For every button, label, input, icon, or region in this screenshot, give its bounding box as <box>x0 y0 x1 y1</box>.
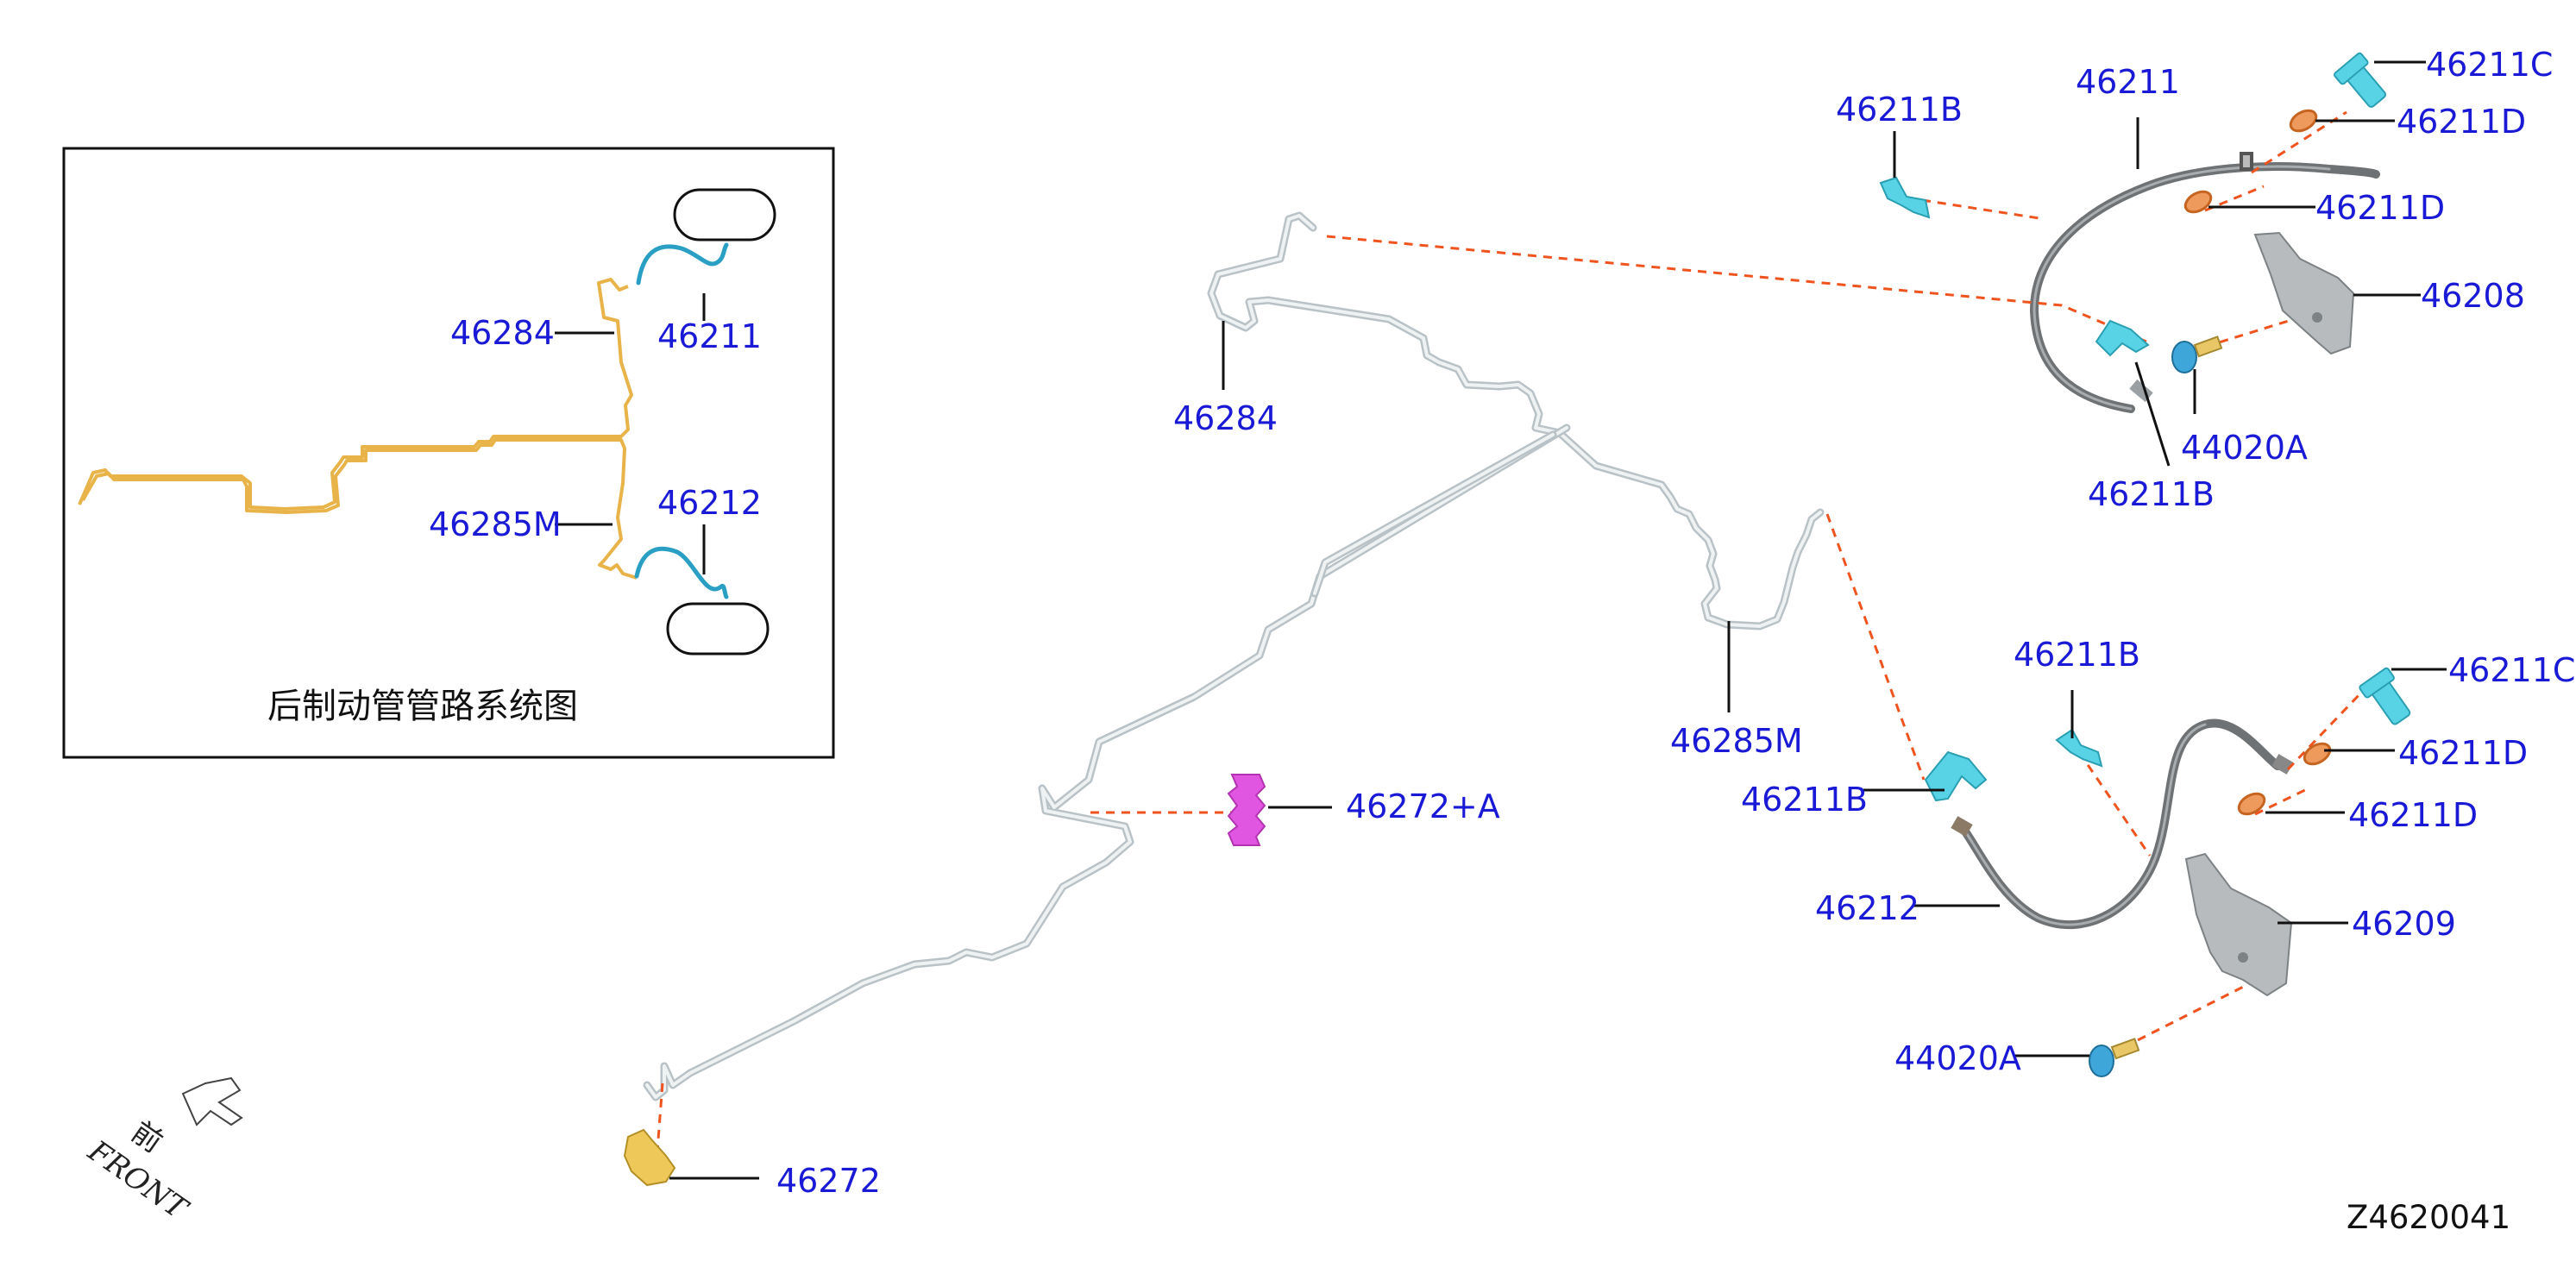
washer-46211D-bot1 <box>2303 742 2332 766</box>
dash-46211D-top <box>2204 185 2265 212</box>
callout-leaders <box>669 60 2447 1180</box>
dash-46284-to-clip <box>1326 235 2147 343</box>
bracket-46208 <box>2253 231 2355 355</box>
washer-46211D-top1 <box>2289 109 2318 133</box>
dash-46211B-mid <box>2077 751 2152 856</box>
dash-46285M-to-clip <box>1825 513 1926 781</box>
dash-44020A-top <box>2204 307 2328 348</box>
label-44020A-bottom: 44020A <box>1894 1039 2021 1077</box>
clamp-46272A <box>1227 774 1266 846</box>
brake-pipe-46285M <box>643 424 1571 1101</box>
label-46272: 46272 <box>776 1162 881 1200</box>
inset-label-46211: 46211 <box>657 317 762 355</box>
label-46211: 46211 <box>2076 63 2180 101</box>
clip-46211B-mid <box>2055 728 2103 768</box>
bracket-46209 <box>2184 852 2293 997</box>
front-indicator: 前 FRONT <box>81 1076 243 1227</box>
inset-label-46284: 46284 <box>450 314 555 352</box>
bolt-44020A-bottom <box>2089 1038 2140 1077</box>
label-46212: 46212 <box>1815 889 1919 927</box>
label-46211D-bot1: 46211D <box>2398 734 2528 772</box>
dash-46211C-bottom <box>2286 690 2364 771</box>
label-46272A: 46272+A <box>1346 787 1500 825</box>
dash-46272 <box>656 1082 664 1151</box>
label-46284: 46284 <box>1173 399 1278 437</box>
dash-46211C-top <box>2251 110 2347 174</box>
label-46211B-top: 46211B <box>1836 91 1963 129</box>
washer-46211D-top2 <box>2183 190 2213 214</box>
label-46211B-top-lower: 46211B <box>2088 475 2215 513</box>
inset-panel: 46284 46211 46285M 46212 后制动管管路系统图 <box>62 147 835 759</box>
clip-46272 <box>623 1128 676 1187</box>
label-46285M: 46285M <box>1670 722 1803 760</box>
drawing-number: Z4620041 <box>2347 1199 2510 1236</box>
inset-wheel-bottom <box>666 602 770 656</box>
bolt-44020A-top <box>2171 336 2223 373</box>
bolt-46211C-top <box>2334 52 2386 108</box>
clip-46211B-left <box>1924 750 1988 802</box>
inset-hoses <box>634 242 729 599</box>
clip-46211B-top <box>1879 176 1931 219</box>
label-44020A-top: 44020A <box>2181 429 2308 467</box>
label-46211D-top2: 46211D <box>2315 189 2445 227</box>
brake-pipe-46284 <box>1207 211 1825 631</box>
front-arrow-icon <box>181 1076 243 1126</box>
inset-frame <box>62 147 835 759</box>
clip-46211B-top-lower <box>2095 319 2150 357</box>
bolt-46211C-bottom <box>2359 667 2411 725</box>
dash-46211D-bottom <box>2254 787 2309 816</box>
label-46208: 46208 <box>2421 277 2525 315</box>
label-46211C-bottom: 46211C <box>2448 651 2575 689</box>
inset-wheel-top <box>673 188 776 242</box>
front-cn-label: 前 <box>125 1115 169 1160</box>
label-46211C-top: 46211C <box>2426 46 2553 84</box>
washer-46211D-bot2 <box>2237 792 2266 816</box>
inset-label-46212: 46212 <box>657 484 762 522</box>
label-46211B-left: 46211B <box>1741 781 1868 819</box>
label-46211B-mid: 46211B <box>2014 636 2140 674</box>
inset-caption: 后制动管管路系统图 <box>267 687 578 726</box>
inset-pipe-system <box>78 278 638 580</box>
label-46211D-bot2: 46211D <box>2348 796 2478 834</box>
dash-46211B-top <box>1921 198 2045 221</box>
label-46211D-top1: 46211D <box>2397 103 2526 141</box>
label-46209: 46209 <box>2352 905 2456 943</box>
inset-label-46285M: 46285M <box>429 505 562 543</box>
